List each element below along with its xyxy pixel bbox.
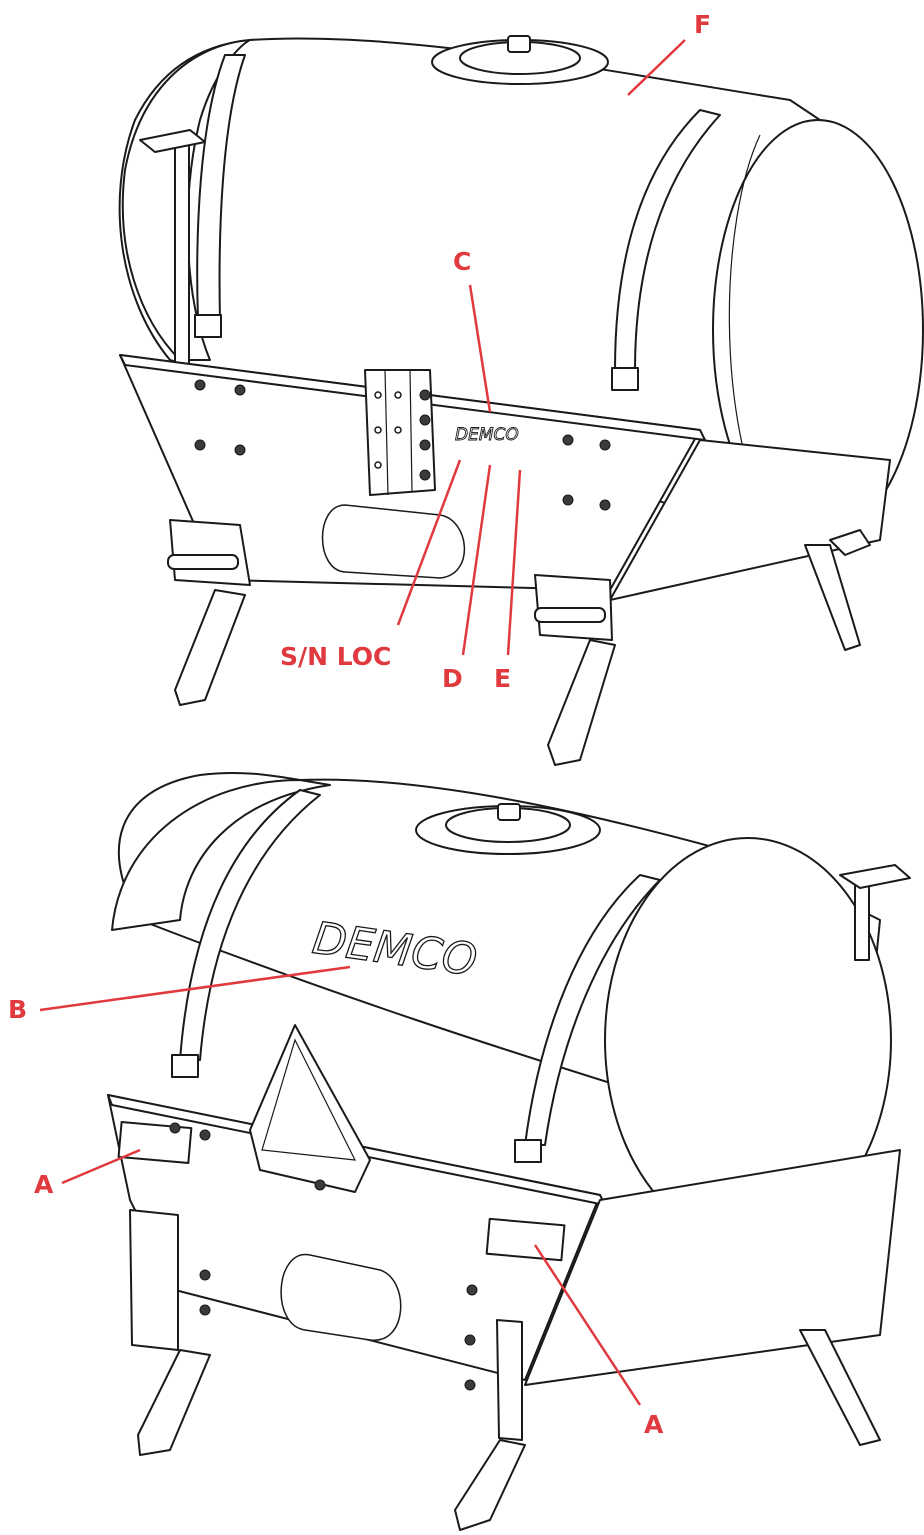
callout-A-left: A — [34, 1170, 54, 1199]
callout-E: E — [494, 664, 511, 693]
strap-left-bottom — [179, 789, 321, 1061]
mount-right-bottom — [496, 1319, 523, 1441]
callout-SN-LOC: S/N LOC — [280, 642, 391, 671]
callout-D: D — [442, 664, 463, 693]
tank-left-end-bottom — [111, 779, 331, 931]
frame-slot-bottom — [280, 1254, 402, 1341]
leg-rear-right-top — [804, 544, 861, 651]
callout-F: F — [694, 10, 711, 39]
leg-left-top — [174, 589, 246, 706]
strap-buckle-right-bottom — [514, 1139, 542, 1163]
rear-view-drawing: DEMCO — [118, 35, 924, 766]
leg-rear-right-bottom — [799, 1329, 881, 1446]
callout-B: B — [8, 995, 27, 1024]
strap-buckle-left-bottom — [171, 1054, 199, 1078]
front-view-leaders — [39, 965, 642, 1406]
strap-buckle-left-top — [194, 314, 222, 338]
decal-box-A-right — [485, 1217, 566, 1262]
leg-left-bottom — [137, 1349, 211, 1456]
brand-mark-plate: DEMCO — [455, 425, 519, 445]
mount-left-bottom — [129, 1209, 179, 1351]
strap-buckle-right-top — [611, 367, 639, 391]
strap-right-bottom — [524, 874, 661, 1146]
front-view-drawing: DEMCO — [107, 771, 911, 1531]
callout-A-right: A — [644, 1410, 664, 1439]
frame-slot-top — [321, 504, 466, 579]
post-right-bottom — [854, 879, 870, 961]
mount-left-top — [169, 519, 251, 586]
smv-triangle — [249, 1024, 371, 1193]
leg-right-top — [547, 639, 616, 766]
rear-view-leaders — [396, 39, 686, 656]
callout-C: C — [453, 247, 471, 276]
leg-right-bottom — [454, 1439, 526, 1531]
